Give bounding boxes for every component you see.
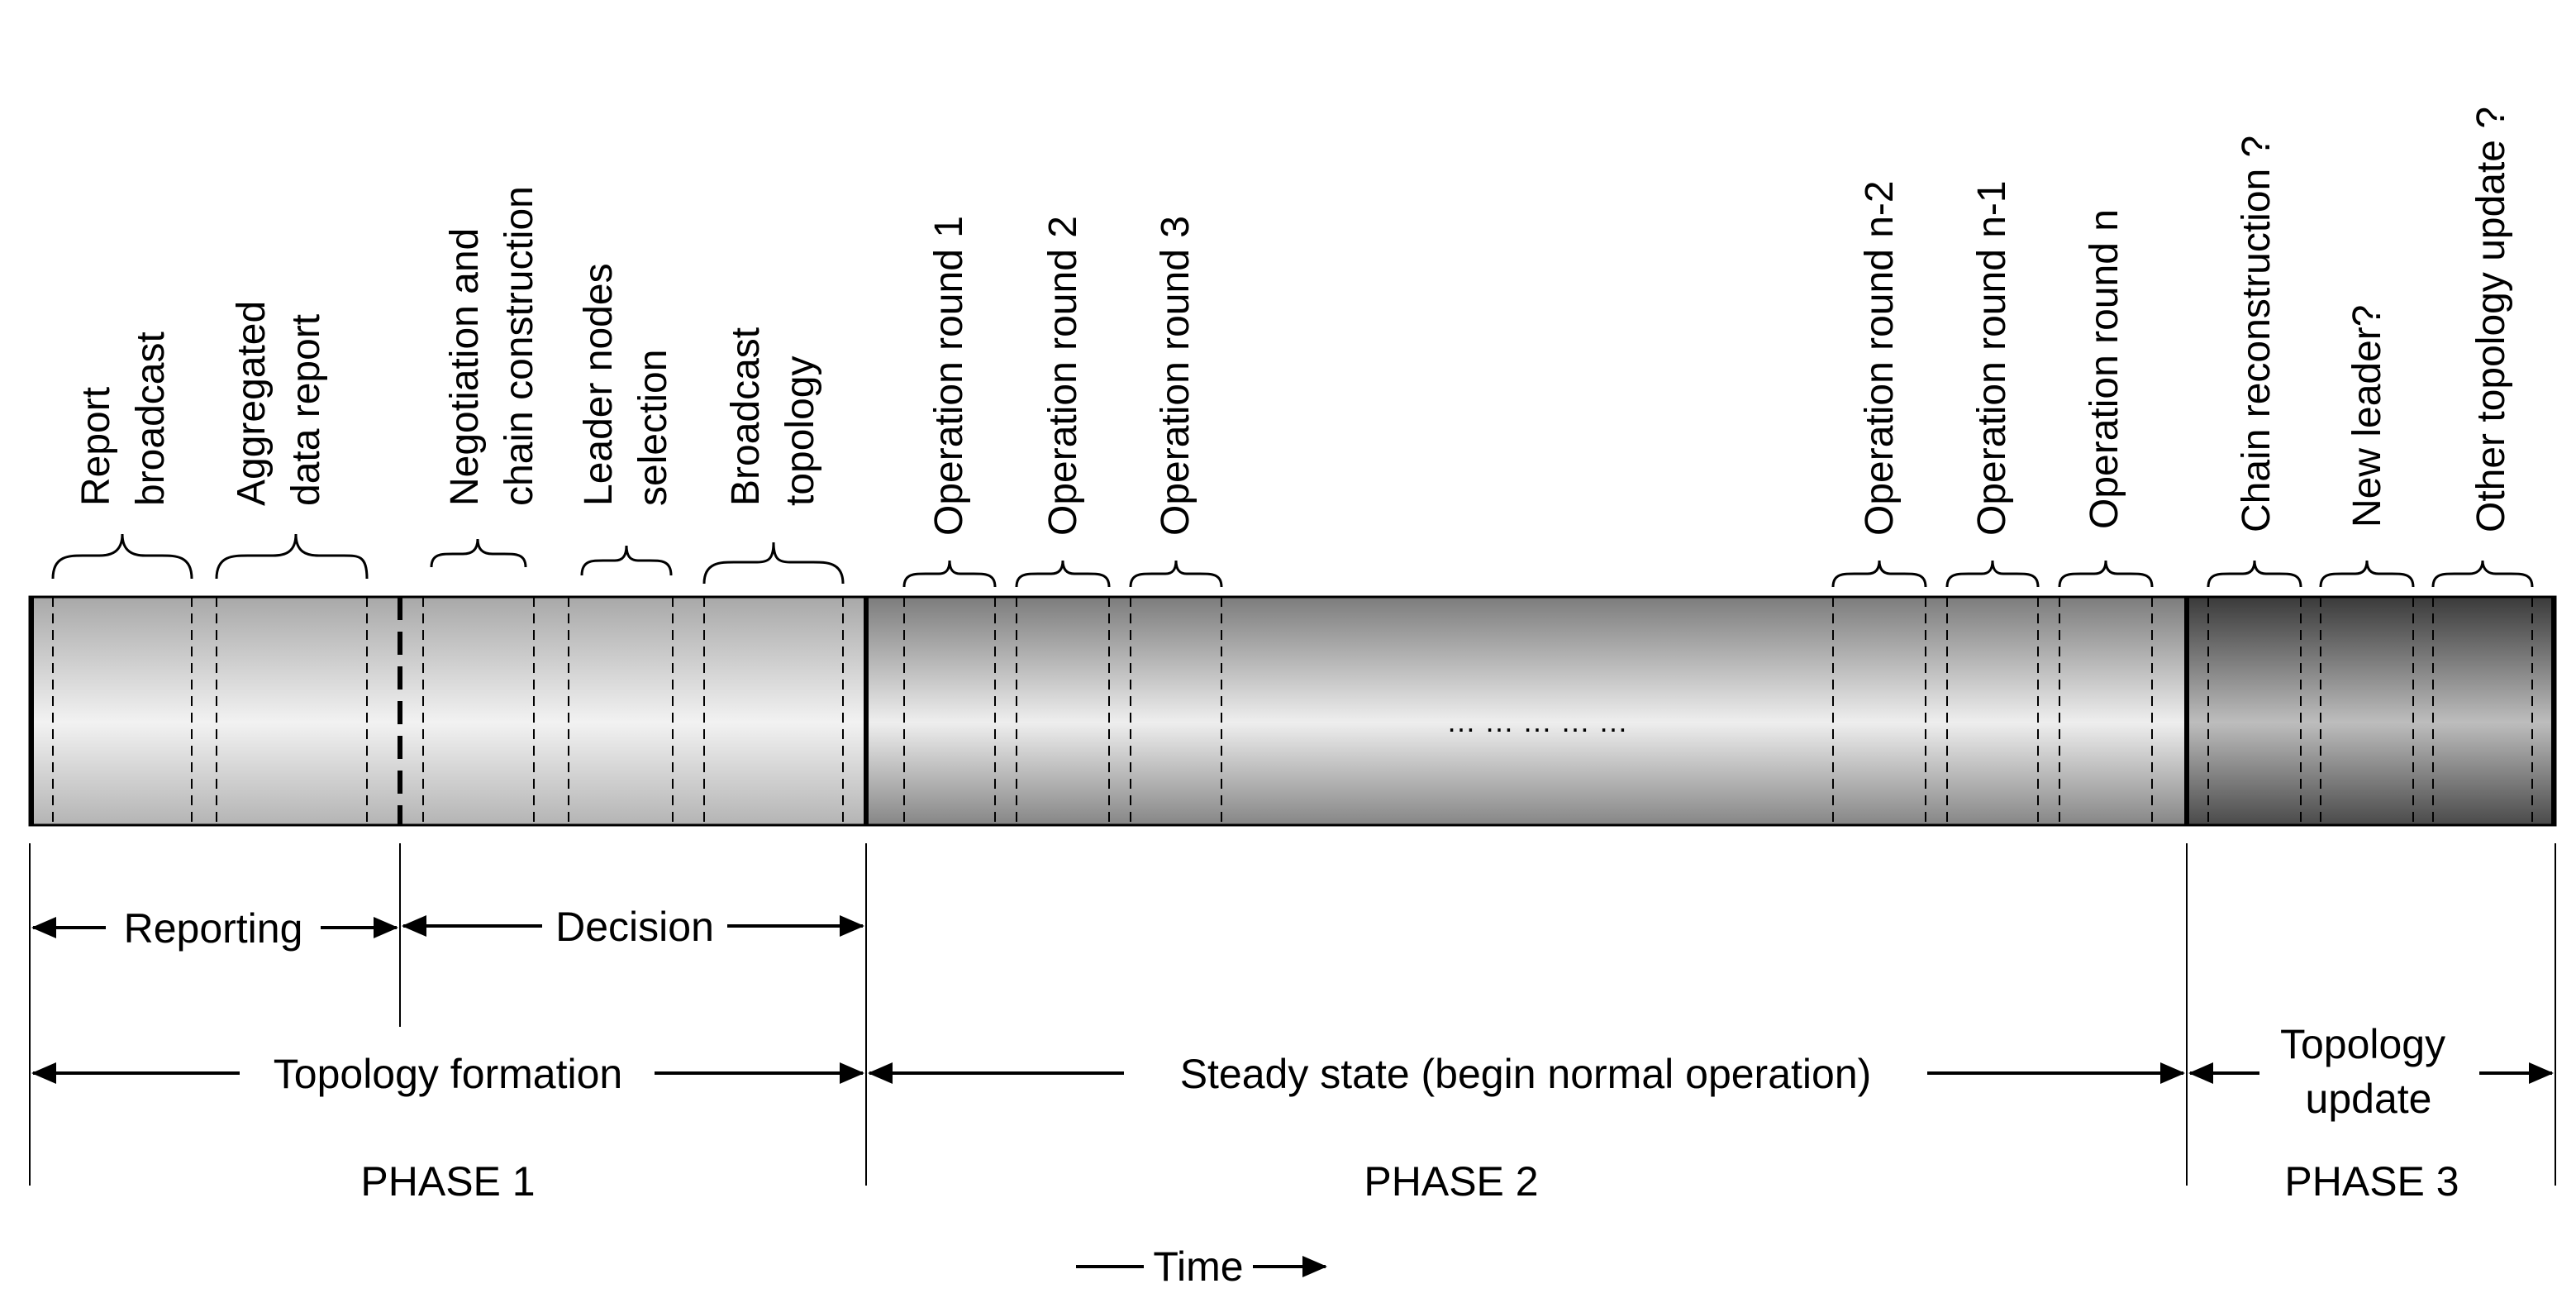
timeline-bar: … … … … … [28,595,2557,827]
step-dividers [52,597,2533,825]
ellipsis-label: … … … … … [1446,704,1628,738]
time-label: Time [1153,1243,1243,1290]
brace-operation-round-3 [1129,560,1223,588]
label-operation-round-1: Operation round 1 [927,216,971,536]
step-braces [51,533,2534,588]
phase-2-label: PHASE 2 [1364,1158,1538,1205]
brace-broadcast-topology [702,542,845,585]
label-operation-round-n-2: Operation round n-2 [1858,180,1902,536]
label-broadcast-topology: Broadcast topology [724,317,822,506]
label-line: update [2306,1076,2432,1122]
phase-3-label: PHASE 3 [2284,1158,2459,1205]
reporting-label: Reporting [124,905,303,952]
label-line: selection [631,350,675,506]
brace-chain-reconstruction [2207,560,2302,588]
label-operation-round-n: Operation round n [2083,209,2126,529]
label-line: Topology [2280,1021,2445,1067]
decision-label: Decision [555,904,714,950]
label-report-broadcast: Report broadcast [74,332,173,506]
brace-operation-round-2 [1015,560,1111,588]
topology-update-label: Topology update [2280,1021,2457,1122]
label-line: Report [74,387,118,506]
label-leader-nodes-selection: Leader nodes selection [577,252,675,506]
brace-report-broadcast [51,533,193,580]
label-line: Aggregated [230,301,274,506]
brace-operation-round-n-1 [1945,560,2040,588]
brace-operation-round-1 [902,560,997,588]
label-other-topology-update: Other topology update ? [2469,107,2513,532]
boundary-lines [29,843,2556,1186]
label-operation-round-n-1: Operation round n-1 [1970,180,2014,536]
label-line: chain construction [498,186,541,506]
label-operation-round-2: Operation round 2 [1041,216,1085,536]
steady-state-label: Steady state (begin normal operation) [1180,1051,1872,1097]
label-operation-round-3: Operation round 3 [1154,216,1198,536]
topology-formation-label: Topology formation [274,1051,622,1097]
label-line: broadcast [129,332,173,506]
phase-1-label: PHASE 1 [360,1158,535,1205]
label-line: Leader nodes [577,263,621,506]
sub-phase-arrows [31,915,864,938]
brace-operation-round-n-2 [1831,560,1927,588]
brace-new-leader [2319,560,2415,588]
brace-other-topology-update [2431,560,2534,588]
phase-3-segment [2187,597,2555,825]
brace-operation-round-n [2058,560,2154,588]
phase-2-segment [866,597,2187,825]
step-labels: Report broadcast Aggregated data report … [74,107,2513,536]
label-aggregated-data-report: Aggregated data report [230,289,328,506]
label-line: data report [284,314,328,506]
label-line: Broadcast [724,327,768,506]
label-line: topology [779,356,822,506]
brace-aggregated-data-report [215,533,369,580]
phase-1-segment [30,597,866,825]
label-negotiation-chain-construction: Negotiation and chain construction [443,186,541,506]
label-line: Negotiation and [443,228,487,506]
brace-leader-selection [580,545,673,576]
brace-negotiation [430,538,527,568]
label-chain-reconstruction: Chain reconstruction ? [2235,136,2278,532]
label-new-leader: New leader? [2345,305,2389,527]
